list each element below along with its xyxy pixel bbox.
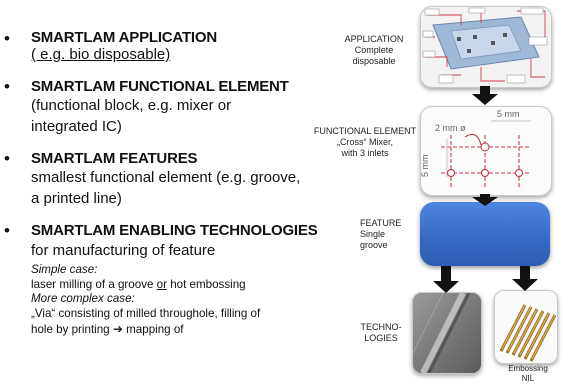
- bullet-list: • SMARTLAM APPLICATION ( e.g. bio dispos…: [4, 29, 318, 338]
- simple-case-or: or: [156, 278, 167, 291]
- functional-label-line-3: with 3 inlets: [341, 148, 389, 158]
- feature-label-line-3: groove: [360, 240, 388, 250]
- mixer-width-label: 5 mm: [497, 109, 520, 119]
- simple-case-text: laser milling of a groove or hot embossi…: [31, 278, 246, 293]
- down-arrow-icon: [472, 194, 498, 206]
- application-example: ( e.g. bio disposable): [31, 44, 170, 65]
- mixer-diameter-label: 2 mm ø: [435, 123, 466, 133]
- bullet-marker: •: [4, 221, 10, 240]
- simple-case-post: hot embossing: [166, 278, 246, 291]
- disposable-schematic-image: [421, 7, 551, 87]
- embossing-label: Embossing NIL: [504, 364, 552, 384]
- functional-element-label: FUNCTIONAL ELEMENT „Cross“ Mixer, with 3…: [310, 126, 420, 159]
- features-line-1: smallest functional element (e.g. groove…: [31, 169, 301, 186]
- down-arrow-icon: [472, 86, 498, 105]
- application-label: APPLICATION Complete disposable: [336, 34, 412, 67]
- functional-label-line-1: FUNCTIONAL ELEMENT: [313, 126, 417, 136]
- functional-element-heading: SMARTLAM FUNCTIONAL ELEMENT: [31, 78, 289, 95]
- right-arrow-icon: ➔: [112, 322, 123, 336]
- application-label-line-2: Complete: [354, 45, 394, 55]
- feature-label-line-2: Single: [360, 229, 386, 239]
- technologies-label-line-1: TECHNO-: [360, 322, 402, 332]
- laser-milled-groove-image: [412, 292, 482, 374]
- complex-case-post: mapping of: [122, 323, 184, 336]
- embossing-label-line-1: Embossing: [508, 364, 548, 373]
- functional-element-panel: 2 mm ø 5 mm 5 mm: [420, 106, 552, 196]
- application-example-text: ( e.g. bio disposable): [31, 46, 171, 63]
- feature-label-line-1: FEATURE: [360, 218, 402, 228]
- complex-case-line-1: „Via“ consisting of milled throughole, f…: [31, 307, 261, 320]
- features-heading: SMARTLAM FEATURES: [31, 150, 198, 167]
- simple-case-label: Simple case:: [31, 263, 98, 276]
- embossing-nil-image: [494, 290, 558, 364]
- down-arrow-icon: [512, 266, 538, 291]
- functional-element-line-2: integrated IC): [31, 118, 122, 135]
- application-label-line-3: disposable: [352, 56, 396, 66]
- feature-label: FEATURE Single groove: [360, 218, 402, 251]
- bullet-marker: •: [4, 77, 10, 96]
- cross-mixer-diagram: [441, 120, 531, 187]
- technologies-label: TECHNO- LOGIES: [356, 322, 406, 344]
- application-heading: SMARTLAM APPLICATION: [31, 29, 217, 46]
- simple-case-pre: laser milling of a groove: [31, 278, 157, 291]
- feature-box: [420, 202, 550, 266]
- technologies-label-line-2: LOGIES: [364, 333, 398, 343]
- functional-element-line-1: (functional block, e.g. mixer or: [31, 97, 232, 114]
- down-arrow-icon: [433, 266, 459, 293]
- application-panel: [420, 6, 552, 88]
- complex-case-line-2: hole by printing ➔ mapping of: [31, 322, 184, 338]
- enabling-technologies-heading: SMARTLAM ENABLING TECHNOLOGIES: [31, 222, 318, 239]
- functional-label-line-2: „Cross“ Mixer,: [337, 137, 393, 147]
- application-label-line-1: APPLICATION: [344, 34, 404, 44]
- enabling-technologies-line: for manufacturing of feature: [31, 242, 216, 259]
- complex-case-pre: hole by printing: [31, 323, 113, 336]
- complex-case-label: More complex case:: [31, 292, 135, 305]
- bullet-marker: •: [4, 29, 10, 48]
- bullet-marker: •: [4, 149, 10, 168]
- features-line-2: a printed line): [31, 190, 122, 207]
- embossing-label-line-2: NIL: [521, 374, 535, 383]
